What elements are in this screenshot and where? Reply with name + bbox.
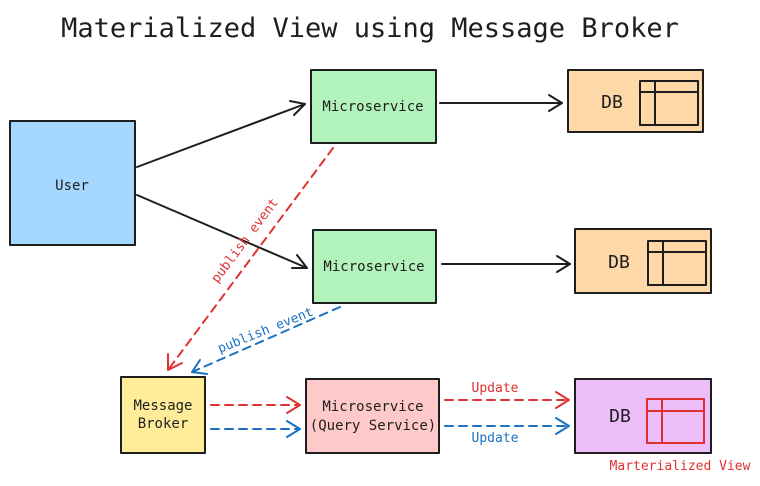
- query-service-label-line2: (Query Service): [310, 418, 436, 434]
- query-service-label-line1: Microservice: [322, 399, 423, 415]
- microservice-node-2[interactable]: Microservice: [312, 229, 437, 304]
- microservice-label-2: Microservice: [323, 259, 424, 275]
- user-label: User: [55, 178, 89, 194]
- arrow-user-to-microservice-1: [136, 100, 306, 168]
- db-box-2: [574, 228, 712, 294]
- db-node-2[interactable]: DB: [574, 228, 712, 294]
- db-label-1: DB: [601, 92, 623, 113]
- table-icon: [639, 80, 699, 126]
- arrow-query-to-db-blue: [444, 417, 570, 435]
- publish-event-label-red: publish event: [209, 196, 282, 286]
- db-node-1[interactable]: DB: [567, 69, 704, 133]
- materialized-db-node[interactable]: DB: [574, 378, 712, 454]
- diagram-title: Materialized View using Message Broker: [61, 13, 679, 44]
- message-broker-label-line2: Broker: [138, 416, 189, 432]
- update-label-red: Update: [472, 381, 519, 396]
- db-label-2: DB: [608, 252, 630, 273]
- microservice-box-1: [310, 69, 437, 144]
- arrow-microservice-2-to-db-2: [441, 255, 571, 273]
- microservice-node-1[interactable]: Microservice: [310, 69, 437, 144]
- message-broker-box: [120, 376, 206, 454]
- arrow-user-to-microservice-2: [136, 194, 308, 269]
- db-label-3: DB: [609, 406, 631, 427]
- arrow-broker-to-query-blue: [210, 420, 301, 438]
- arrow-microservice-1-to-db-1: [439, 94, 563, 112]
- user-box: [9, 120, 136, 246]
- publish-event-label-blue: publish event: [216, 305, 316, 357]
- arrow-broker-to-query-red: [210, 396, 301, 414]
- query-service-node[interactable]: Microservice (Query Service): [305, 378, 440, 454]
- materialized-view-annotation: Marterialized View: [610, 459, 751, 474]
- user-node[interactable]: User: [9, 120, 136, 246]
- query-service-box: [305, 378, 440, 454]
- message-broker-label-line1: Message: [133, 398, 192, 414]
- materialized-db-box: [574, 378, 712, 454]
- arrow-publish-event-blue: [191, 306, 341, 375]
- microservice-label-1: Microservice: [322, 99, 423, 115]
- microservice-box-2: [312, 229, 437, 304]
- db-box-1: [567, 69, 704, 133]
- update-label-blue: Update: [472, 431, 519, 446]
- table-icon: [646, 398, 705, 444]
- arrow-publish-event-red: [167, 147, 334, 371]
- table-icon: [647, 240, 707, 286]
- arrow-query-to-db-red: [444, 391, 570, 409]
- message-broker-node[interactable]: Message Broker: [120, 376, 206, 454]
